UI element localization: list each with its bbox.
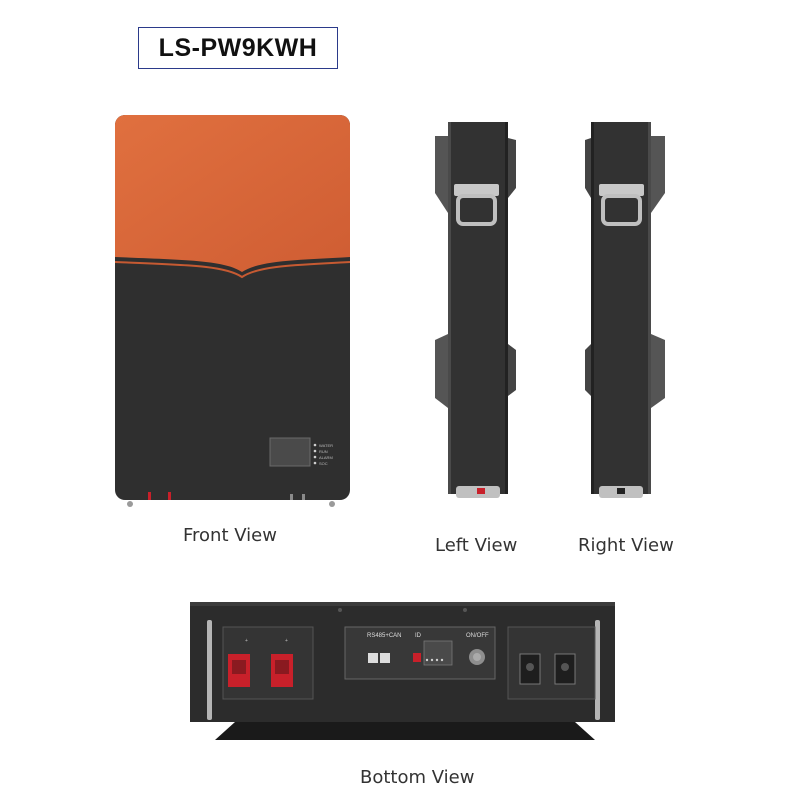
- comm-label: RS485+CAN: [367, 633, 402, 639]
- led-alarm: [313, 455, 317, 459]
- led-water: [313, 443, 317, 447]
- front-accent-stripe: [115, 261, 350, 279]
- front-view-image: WATER RUN ALARM SOC: [115, 115, 350, 507]
- led-soc: [313, 461, 317, 465]
- left-view-caption: Left View: [435, 535, 518, 556]
- switch-label: ON/OFF: [466, 633, 489, 639]
- bottom-view-image: + + RS485+CAN ID ON/OFF: [190, 602, 615, 740]
- front-display-screen: [269, 437, 311, 467]
- dip-switch-block: [423, 640, 453, 666]
- model-title: LS-PW9KWH: [138, 27, 338, 69]
- id-label: ID: [415, 633, 422, 639]
- front-indicators: [313, 443, 317, 465]
- right-mount-bracket-top: [651, 136, 665, 213]
- left-rail: [207, 620, 212, 720]
- right-body: [591, 122, 651, 494]
- rj45-port-1: [368, 653, 378, 663]
- led-run: [313, 449, 317, 453]
- front-view-caption: Front View: [183, 525, 277, 546]
- svg-text:+: +: [285, 638, 288, 644]
- svg-text:+: +: [245, 638, 248, 644]
- rj45-port-2: [380, 653, 390, 663]
- right-view-caption: Right View: [578, 535, 674, 556]
- left-mount-bracket-bottom: [435, 334, 448, 408]
- indicator-label: ALARM: [319, 455, 333, 460]
- left-handle: [454, 184, 499, 196]
- indicator-label: SOC: [319, 461, 328, 466]
- front-orange-panel: [115, 115, 350, 272]
- left-view-image: [435, 122, 516, 498]
- bottom-view-caption: Bottom View: [360, 767, 475, 788]
- indicator-label: WATER: [319, 443, 333, 448]
- left-mount-bracket-top: [435, 136, 448, 213]
- right-rail: [595, 620, 600, 720]
- base-stand: [215, 722, 595, 740]
- left-body: [448, 122, 508, 494]
- id-switch: [413, 653, 421, 662]
- right-handle: [599, 184, 644, 196]
- front-bottom-hardware: [127, 492, 335, 507]
- right-view-image: [585, 122, 665, 498]
- indicator-label: RUN: [319, 449, 328, 454]
- right-mount-bracket-bottom: [651, 334, 665, 408]
